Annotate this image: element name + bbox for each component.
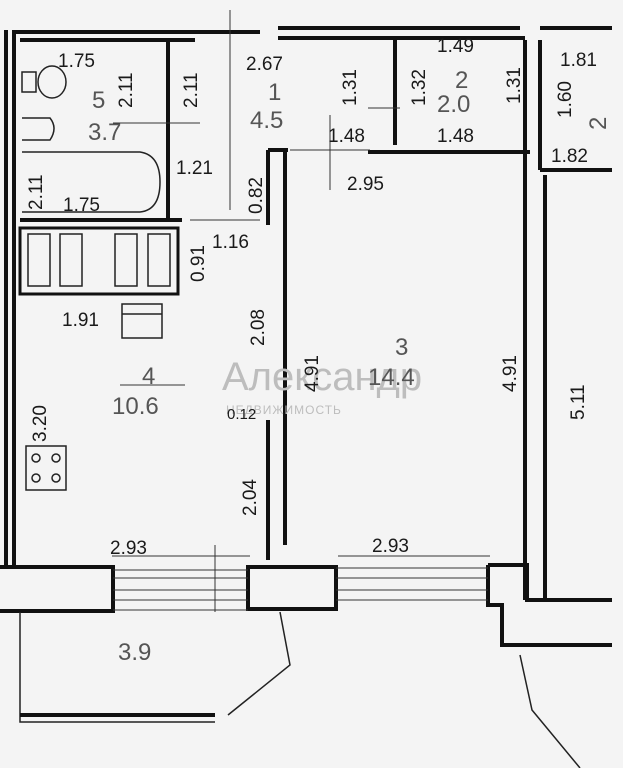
room5-area: 3.7 (88, 119, 121, 146)
dim-label: 1.16 (212, 232, 249, 253)
dim-label: 1.75 (63, 195, 100, 216)
inner-top-wall (20, 36, 525, 42)
dim-label: 1.91 (62, 310, 99, 331)
room3-number: 3 (395, 334, 408, 361)
toilet-icon (37, 65, 67, 99)
dim-label: 2.95 (347, 174, 384, 195)
right-strip-wall (538, 40, 612, 172)
dim-label: 1.21 (176, 158, 213, 179)
room4-number: 4 (142, 363, 155, 390)
dim-label: 1.49 (437, 36, 474, 57)
corridor-jamb (266, 148, 288, 225)
wall-block-right (486, 563, 612, 647)
stove-icon (25, 445, 67, 491)
fixtures (18, 65, 180, 491)
dim-label: 3.20 (30, 405, 51, 442)
bathtub-icon (22, 151, 161, 213)
radiator-icon (147, 233, 171, 287)
room1-area: 4.5 (250, 107, 283, 134)
window-right (336, 567, 488, 601)
room2-number: 2 (455, 67, 468, 94)
dim-label: 1.82 (551, 146, 588, 167)
burner-icon (51, 453, 61, 463)
dim-label: 0.82 (246, 177, 267, 214)
dim-label: 2.93 (110, 538, 147, 559)
kitchen-sink-icon (121, 303, 163, 339)
dim-label: 2.11 (26, 174, 47, 210)
room-labels: 5 3.7 1 4.5 2 2.0 2 3 14.4 4 10.6 3.9 (88, 67, 612, 666)
room2b-number: 2 (585, 117, 612, 130)
wall-block-left (0, 565, 115, 613)
dim-label: 2.93 (372, 536, 409, 557)
dim-label: 1.32 (409, 69, 430, 106)
dim-label: 2.08 (248, 309, 269, 346)
burner-icon (51, 473, 61, 483)
walls (0, 26, 612, 768)
radiator-icons (27, 233, 171, 287)
closet-wall (368, 40, 530, 154)
dim-label: 0.12 (227, 406, 256, 423)
watermark-sub: НЕДВИЖИМОСТЬ (226, 403, 342, 417)
dim-label: 0.91 (188, 245, 209, 282)
shaft-block (18, 226, 180, 296)
dim-label: 4.91 (302, 355, 323, 392)
balcony-door (227, 611, 291, 716)
dim-label: 1.31 (504, 67, 525, 104)
dim-label: 1.48 (328, 126, 365, 147)
wall-block-mid (246, 565, 338, 611)
dim-label: 5.11 (568, 384, 589, 420)
burner-icon (31, 473, 41, 483)
balcony-outline (19, 612, 215, 723)
outer-wall-top (14, 26, 612, 34)
dim-label: 1.75 (58, 51, 95, 72)
dim-label: 1.48 (437, 126, 474, 147)
room4-area: 10.6 (112, 393, 159, 420)
dim-label: 4.91 (500, 355, 521, 392)
room5-number: 5 (92, 87, 105, 114)
dim-label: 1.60 (555, 81, 576, 118)
dim-label: 1.81 (560, 50, 597, 71)
room2-area: 2.0 (437, 91, 470, 118)
dim-label: 2.04 (240, 479, 261, 516)
radiator-icon (27, 233, 51, 287)
dim-label: 2.11 (181, 72, 202, 108)
watermark-brand: Александр (222, 355, 422, 399)
radiator-icon (59, 233, 83, 287)
dim-label: 1.31 (340, 69, 361, 106)
dim-label: 2.11 (116, 72, 137, 108)
loggia-edge (519, 654, 581, 768)
toilet-tank (21, 71, 37, 93)
room3-area: 14.4 (368, 364, 415, 391)
room1-number: 1 (268, 79, 281, 106)
dimension-lines (112, 10, 490, 612)
sink-icon (22, 117, 55, 141)
balcony-area: 3.9 (118, 639, 151, 666)
radiator-icon (114, 233, 138, 287)
burner-icon (31, 453, 41, 463)
window-left (113, 569, 248, 611)
dim-label: 2.67 (246, 54, 283, 75)
dimension-labels: 1.75 2.11 2.11 2.67 1.31 1.32 1.49 1.31 … (26, 36, 597, 559)
